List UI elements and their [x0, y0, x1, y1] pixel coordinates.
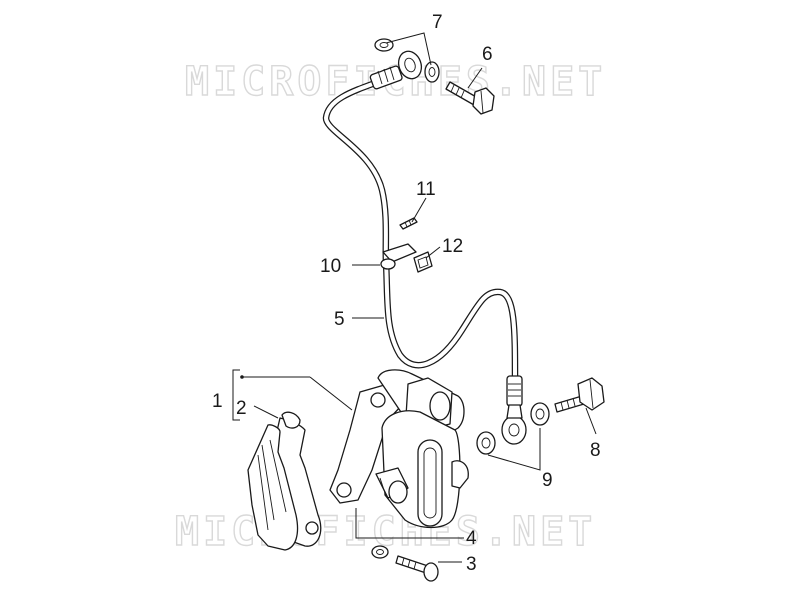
callout-2: 2 [236, 398, 247, 419]
copper-washers-bottom [476, 402, 550, 455]
caliper-bolt [371, 545, 439, 582]
callout-8: 8 [590, 440, 601, 461]
leader-lines [232, 32, 597, 563]
callout-6: 6 [482, 44, 493, 65]
callout-4: 4 [466, 528, 477, 549]
brake-caliper [329, 369, 469, 529]
callouts: 7 6 11 12 10 5 1 2 8 9 4 3 [212, 12, 601, 575]
top-hose-fitting [369, 50, 423, 90]
callout-10: 10 [320, 256, 341, 277]
callout-9: 9 [542, 470, 553, 491]
banjo-bolt-bottom [554, 377, 605, 413]
leader-dot [240, 375, 244, 379]
bottom-hose-fitting [501, 375, 527, 445]
callout-5: 5 [334, 309, 345, 330]
callout-1: 1 [212, 391, 223, 412]
callout-11: 11 [416, 179, 436, 200]
banjo-bolt-top [445, 81, 495, 115]
callout-7: 7 [432, 12, 443, 33]
brake-hose [322, 78, 519, 382]
callout-12: 12 [442, 236, 463, 257]
callout-3: 3 [466, 554, 477, 575]
brake-pads [247, 411, 322, 551]
